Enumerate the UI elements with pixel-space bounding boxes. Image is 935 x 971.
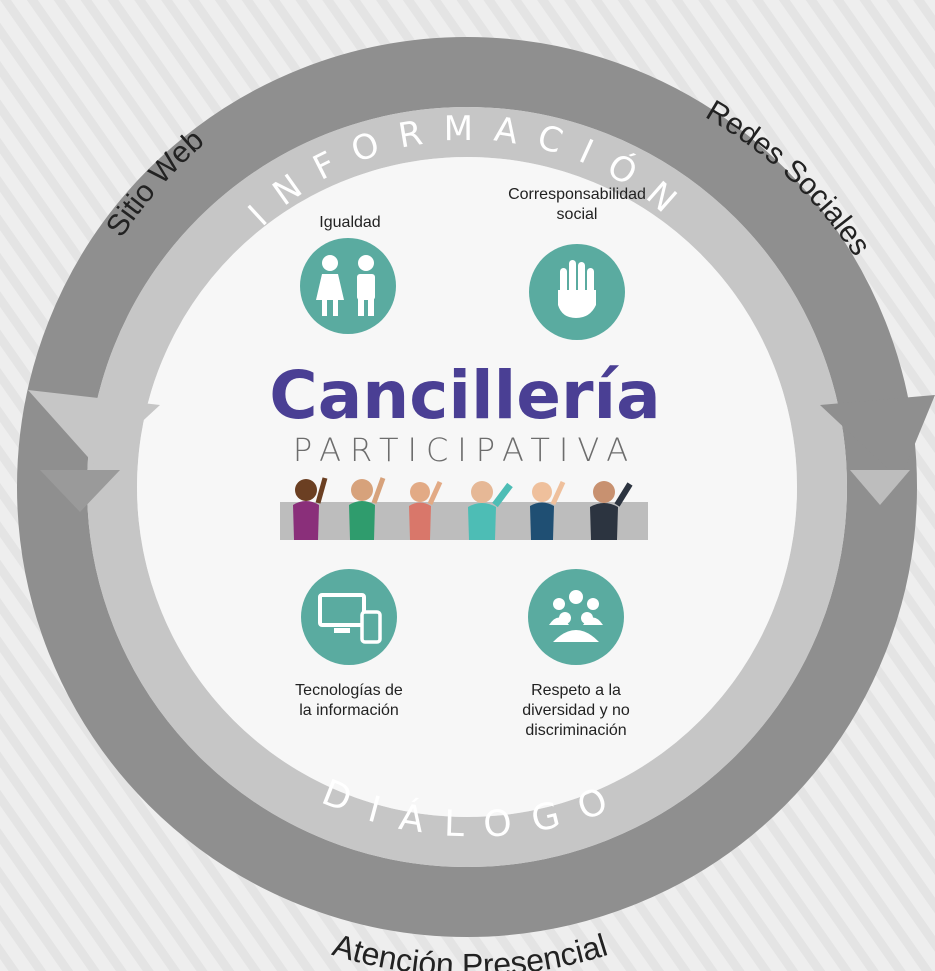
value-label-respeto: Respeto a la diversidad y no discriminac… <box>522 682 630 739</box>
center-disc <box>137 157 797 817</box>
value-label-tecnologias: Tecnologías de la información <box>295 682 403 719</box>
brand-title: Cancillería <box>269 357 661 434</box>
brand-subtitle: PARTICIPATIVA <box>292 431 638 469</box>
person-2 <box>349 477 386 540</box>
person-1 <box>293 477 328 540</box>
inner-cycle-ring <box>87 107 847 867</box>
people-strip-band <box>280 502 648 540</box>
group-icon <box>528 569 624 665</box>
person-3 <box>409 480 443 540</box>
children-icon <box>300 238 396 334</box>
hand-icon <box>529 244 625 340</box>
person-4 <box>468 481 513 540</box>
person-6 <box>590 481 633 540</box>
devices-icon <box>301 569 397 665</box>
left-arrow-head <box>28 390 160 465</box>
value-label-igualdad: Igualdad <box>319 214 381 231</box>
person-5 <box>530 480 566 540</box>
right-arrow-head <box>820 395 935 480</box>
left-arrow-notch <box>40 470 120 512</box>
participants-illustration <box>280 477 648 540</box>
right-arrow-notch <box>850 470 910 505</box>
value-label-corresponsabilidad: Corresponsabilidad social <box>508 186 646 223</box>
